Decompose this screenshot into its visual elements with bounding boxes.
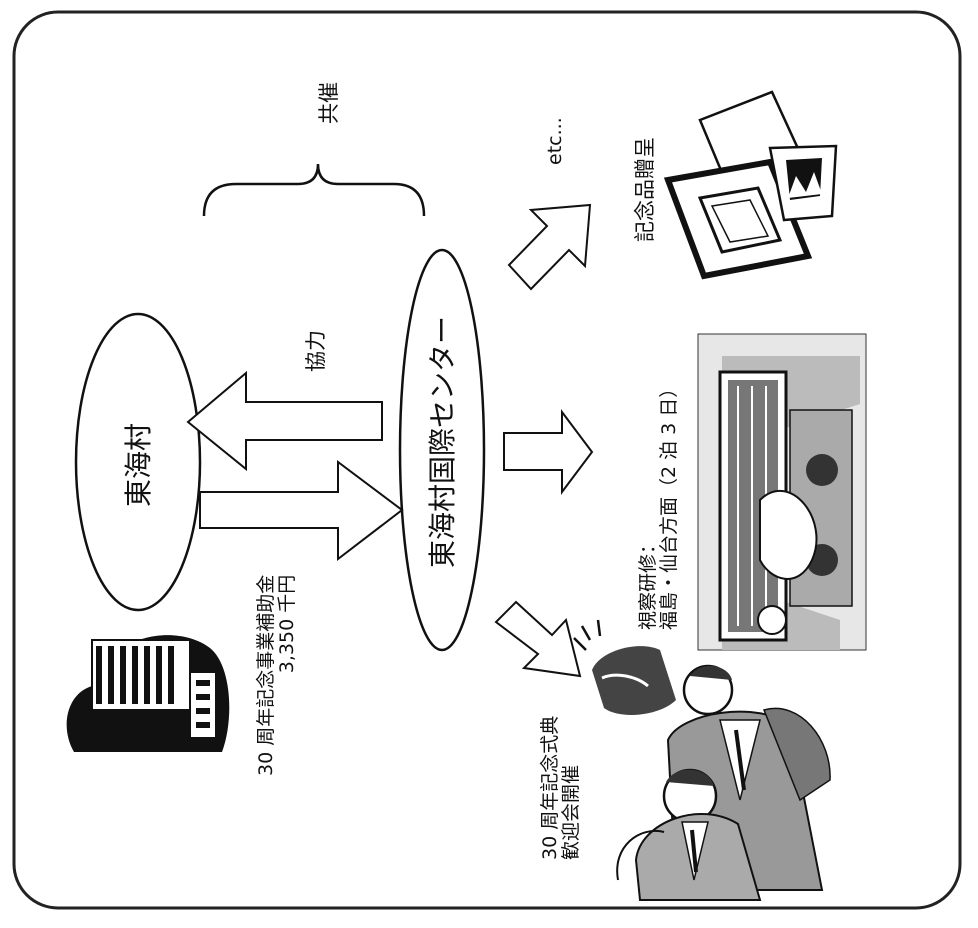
subsidy-label: 30 周年記念事業補助金 3,350 千円 bbox=[255, 574, 298, 776]
gift-frames-icon bbox=[663, 90, 838, 280]
city-hall-building-icon bbox=[66, 635, 230, 752]
gift-arrow-icon bbox=[507, 203, 592, 291]
outer-frame bbox=[12, 10, 962, 910]
cooperation-arrow-icon bbox=[186, 370, 383, 472]
ceremony-label: 30 周年記念式典 歓迎会開催 bbox=[539, 715, 582, 860]
etc-label: etc... bbox=[544, 117, 566, 165]
intl-center-label: 東海村国際センター bbox=[426, 315, 459, 568]
joint-host-label: 共催 bbox=[317, 82, 341, 124]
joint-host-brace bbox=[202, 163, 426, 217]
study-tour-label: 視察研修： 福島・仙台方面（2 泊 3 日） bbox=[637, 378, 680, 630]
tour-arrow-icon bbox=[503, 409, 594, 495]
subsidy-arrow-icon bbox=[199, 460, 404, 562]
ceremony-arrow-icon bbox=[494, 600, 582, 678]
ceremony-people-icon bbox=[573, 619, 831, 901]
cooperation-label: 協力 bbox=[304, 330, 328, 372]
intl-center-ellipse bbox=[398, 248, 486, 652]
tokai-village-label: 東海村 bbox=[122, 422, 155, 507]
tokai-village-ellipse bbox=[74, 312, 202, 612]
tour-bus-icon bbox=[697, 333, 867, 651]
gift-label: 記念品贈呈 bbox=[633, 137, 657, 242]
